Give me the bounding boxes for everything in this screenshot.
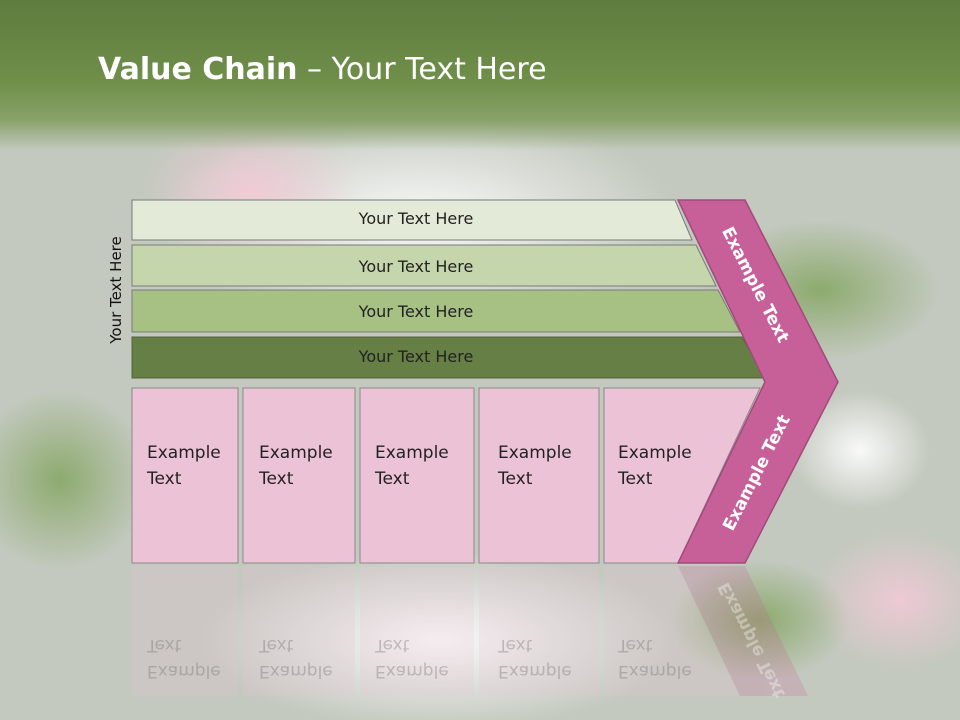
box-3-line-2: Text bbox=[375, 469, 410, 489]
activity-box-3 bbox=[359, 387, 475, 564]
slide-title: Value Chain – Your Text Here bbox=[98, 52, 547, 87]
box-1-line-2: Text bbox=[147, 469, 182, 489]
box-text-3: Example Text bbox=[375, 440, 449, 492]
box-5-line-1: Example bbox=[618, 443, 692, 463]
reflect-text-4: Example Text bbox=[498, 632, 572, 684]
reflect-text-2: Example Text bbox=[259, 632, 333, 684]
side-label: Your Text Here bbox=[107, 236, 125, 344]
box-4-line-1: Example bbox=[498, 443, 572, 463]
row-label-1: Your Text Here bbox=[358, 209, 474, 228]
reflect-3-line-2: Text bbox=[375, 635, 410, 655]
box-text-2: Example Text bbox=[259, 440, 333, 492]
reflect-2-line-2: Text bbox=[259, 635, 294, 655]
box-4-line-2: Text bbox=[498, 469, 533, 489]
box-text-5: Example Text bbox=[618, 440, 692, 492]
title-bar bbox=[0, 0, 960, 150]
activity-box-4 bbox=[478, 387, 600, 564]
activity-box-1 bbox=[131, 387, 239, 564]
reflect-1-line-2: Text bbox=[147, 635, 182, 655]
reflect-5-line-1: Example bbox=[618, 661, 692, 681]
box-2-line-1: Example bbox=[259, 443, 333, 463]
row-band-3 bbox=[131, 289, 741, 333]
reflect-4-line-1: Example bbox=[498, 661, 572, 681]
row-label-4: Your Text Here bbox=[358, 347, 474, 366]
box-text-1: Example Text bbox=[147, 440, 221, 492]
title-rest: – Your Text Here bbox=[297, 52, 547, 87]
reflect-text-5: Example Text bbox=[618, 632, 692, 684]
box-2-line-2: Text bbox=[259, 469, 294, 489]
row-band-2 bbox=[131, 244, 717, 287]
title-bold: Value Chain bbox=[98, 52, 298, 87]
row-band-1 bbox=[131, 199, 693, 241]
box-5-line-2: Text bbox=[618, 469, 653, 489]
reflect-1-line-1: Example bbox=[147, 661, 221, 681]
reflect-text-3: Example Text bbox=[375, 632, 449, 684]
box-3-line-1: Example bbox=[375, 443, 449, 463]
reflection-shapes bbox=[132, 566, 808, 696]
activity-box-2 bbox=[242, 387, 356, 564]
reflect-4-line-2: Text bbox=[498, 635, 533, 655]
row-label-2: Your Text Here bbox=[358, 257, 474, 276]
row-label-3: Your Text Here bbox=[358, 302, 474, 321]
box-1-line-1: Example bbox=[147, 443, 221, 463]
reflect-3-line-1: Example bbox=[375, 661, 449, 681]
reflect-2-line-1: Example bbox=[259, 661, 333, 681]
margin-chevron bbox=[676, 199, 839, 564]
reflect-5-line-2: Text bbox=[618, 635, 653, 655]
box-text-4: Example Text bbox=[498, 440, 572, 492]
reflect-text-1: Example Text bbox=[147, 632, 221, 684]
